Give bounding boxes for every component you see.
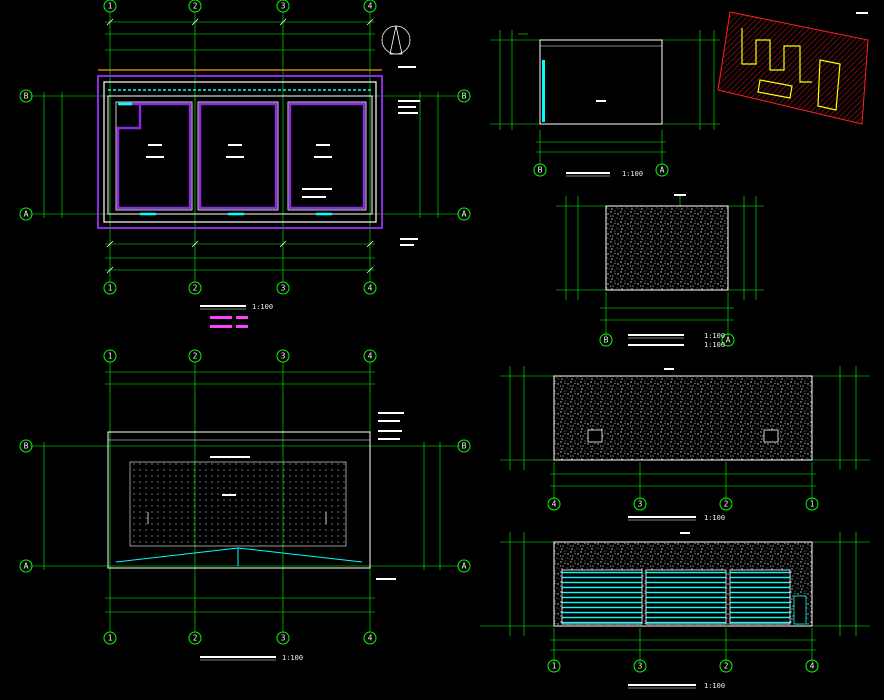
doors <box>118 102 332 216</box>
roof-outline <box>107 431 371 569</box>
building-outline <box>97 75 383 229</box>
elev-b-a-grid-a: A <box>726 336 731 345</box>
elev-1-4-bubbles: 1 3 2 4 <box>547 659 819 673</box>
side-section-title: 1:100 <box>566 170 643 178</box>
elevation-1-4: 1 3 2 4 1:100 <box>480 532 870 690</box>
elev-1-4-grid-2: 2 <box>724 662 729 671</box>
elev-b-a-title: 1:100 <box>628 332 725 346</box>
roof-drainage-slopes <box>115 547 363 566</box>
north-arrow-icon <box>381 25 411 55</box>
site-key-plan <box>717 11 869 125</box>
grid-row-b-right: B <box>462 92 467 101</box>
area-legend <box>210 316 248 328</box>
vent-right <box>763 429 779 443</box>
plan-roof-scale: 1:100 <box>282 654 303 662</box>
plan-grid-lines <box>30 12 460 282</box>
grid-col-2-bottom: 2 <box>193 284 198 293</box>
roof-top-grid-bubbles: 1 2 3 4 <box>103 349 377 363</box>
roof-grid-col-3: 3 <box>281 352 286 361</box>
elev-b-a-bubbles: B A <box>599 333 735 347</box>
roof-grid-row-b-left: B <box>24 442 29 451</box>
roller-shutter-doors <box>561 569 807 625</box>
elev-b-a-wall <box>605 205 729 291</box>
elev-4-1-title: 1:100 <box>628 514 725 522</box>
grid-col-2: 2 <box>193 2 198 11</box>
section-grid-b: B <box>538 166 543 175</box>
roof-plan: 1 2 3 4 B A <box>19 349 471 662</box>
roof-bottom-grid-bubbles: 1 2 3 4 <box>103 631 377 645</box>
plan-annotations <box>146 66 420 246</box>
elev-b-a-scale: 1:100 <box>704 332 725 340</box>
roof-grid-row-b-right: B <box>462 442 467 451</box>
grid-row-b-left: B <box>24 92 29 101</box>
grid-col-3: 3 <box>281 2 286 11</box>
grid-col-3-bottom: 3 <box>281 284 286 293</box>
grid-row-a-right: A <box>462 210 467 219</box>
elev-4-1-grid-1: 1 <box>810 500 815 509</box>
plan-bottom-grid-bubbles: 1 2 3 4 <box>103 281 377 295</box>
elev-1-4-grid-3: 3 <box>638 662 643 671</box>
roof-grid-col-1: 1 <box>108 352 113 361</box>
elev-4-1-bubbles: 4 3 2 1 <box>547 497 819 511</box>
roof-grid-col-2-bottom: 2 <box>193 634 198 643</box>
side-section-bubbles: B A <box>533 163 669 177</box>
elev-1-4-grid-1: 1 <box>552 662 557 671</box>
roof-grid-col-1-bottom: 1 <box>108 634 113 643</box>
plan-row-bubbles: B A B A <box>19 89 471 221</box>
ground-floor-plan: 1 2 3 4 <box>19 0 471 328</box>
plan-ground-scale: 1:100 <box>252 303 273 311</box>
elev-4-1-scale: 1:100 <box>704 514 725 522</box>
elev-b-a-grid-b: B <box>604 336 609 345</box>
elev-1-4-grid-4: 4 <box>810 662 815 671</box>
roof-grid-row-a-left: A <box>24 562 29 571</box>
elev-4-1-grid-3: 3 <box>638 500 643 509</box>
grid-col-1: 1 <box>108 2 113 11</box>
plan-dim-ticks <box>106 18 374 274</box>
elev-b-a-scale-2: 1:100 <box>704 341 725 349</box>
rooms <box>116 102 366 210</box>
elevation-b-a: B A 1:100 1:100 <box>556 194 764 349</box>
grid-col-4-bottom: 4 <box>368 284 373 293</box>
roof-title: 1:100 <box>200 654 303 662</box>
vent-left <box>587 429 603 443</box>
section-grid-a: A <box>660 166 665 175</box>
roof-grid-col-4: 4 <box>368 352 373 361</box>
elev-4-1-wall <box>553 375 813 461</box>
grid-col-1-bottom: 1 <box>108 284 113 293</box>
roof-grid-col-3-bottom: 3 <box>281 634 286 643</box>
side-section: B A 1:100 <box>490 30 720 178</box>
roof-grid-col-2: 2 <box>193 352 198 361</box>
roof-row-bubbles: B A B A <box>19 439 471 573</box>
elev-4-1-grid-2: 2 <box>724 500 729 509</box>
roof-grid-col-4-bottom: 4 <box>368 634 373 643</box>
elev-1-4-scale: 1:100 <box>704 682 725 690</box>
plan-top-grid-bubbles: 1 2 3 4 <box>103 0 377 13</box>
elevation-4-1: 4 3 2 1 1:100 <box>500 366 870 522</box>
grid-col-4: 4 <box>368 2 373 11</box>
grid-row-a-left: A <box>24 210 29 219</box>
plan-title: 1:100 <box>200 303 273 311</box>
roof-grid-row-a-right: A <box>462 562 467 571</box>
elev-4-1-grid-4: 4 <box>552 500 557 509</box>
section-outline <box>539 39 663 125</box>
elev-side-scale: 1:100 <box>622 170 643 178</box>
elev-1-4-title: 1:100 <box>628 682 725 690</box>
